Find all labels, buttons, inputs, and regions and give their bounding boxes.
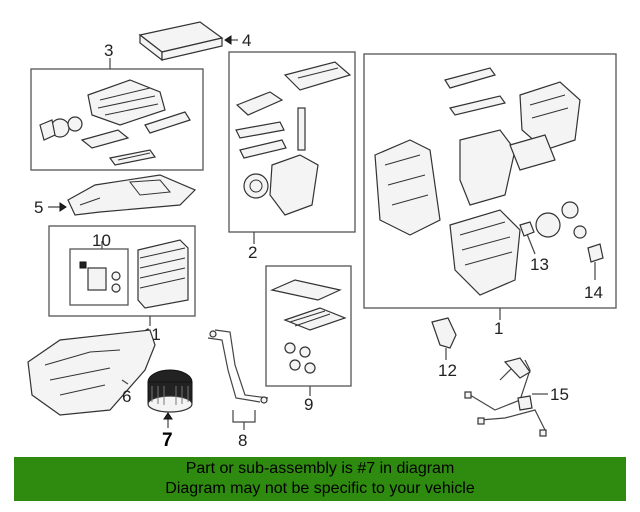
- info-banner: Part or sub-assembly is #7 in diagram Di…: [14, 457, 626, 501]
- part-9-components: [270, 279, 347, 374]
- callout-15[interactable]: 15: [550, 385, 569, 404]
- callout-7[interactable]: 7: [162, 430, 173, 451]
- part-4-filter[interactable]: [138, 21, 224, 62]
- part-11-components: [79, 239, 189, 309]
- callout-8[interactable]: 8: [238, 431, 247, 450]
- part-2-box: [228, 51, 356, 233]
- callout-10[interactable]: 10: [92, 231, 111, 250]
- callout-14[interactable]: 14: [584, 283, 603, 302]
- banner-line-2: Diagram may not be specific to your vehi…: [165, 480, 475, 497]
- part-9-box: [265, 265, 352, 387]
- callout-4[interactable]: 4: [242, 31, 251, 50]
- part-7-blower-motor[interactable]: [147, 369, 193, 413]
- callout-12[interactable]: 12: [438, 361, 457, 380]
- part-2-components: [235, 61, 352, 216]
- banner-line-1: Part or sub-assembly is #7 in diagram: [185, 460, 455, 477]
- callout-3[interactable]: 3: [104, 41, 113, 60]
- parts-diagram: 4 3 5 2 1: [27, 21, 617, 451]
- part-3-components: [39, 79, 191, 166]
- part-10-box: [69, 248, 129, 306]
- callout-13[interactable]: 13: [530, 255, 549, 274]
- part-5-duct[interactable]: [67, 174, 197, 216]
- part-3-box: [30, 68, 204, 171]
- callout-5[interactable]: 5: [34, 198, 43, 217]
- part-1-components: [374, 67, 604, 296]
- callout-1[interactable]: 1: [494, 319, 503, 338]
- part-11-box: [48, 225, 196, 317]
- part-8-tubes[interactable]: [207, 329, 269, 404]
- part-12-sensor[interactable]: [431, 317, 457, 349]
- callout-6[interactable]: 6: [122, 387, 131, 406]
- callout-2[interactable]: 2: [248, 243, 257, 262]
- part-15-harness[interactable]: [464, 357, 547, 437]
- callout-9[interactable]: 9: [304, 395, 313, 414]
- part-6-housing[interactable]: [27, 329, 156, 416]
- part-1-box: [363, 53, 617, 309]
